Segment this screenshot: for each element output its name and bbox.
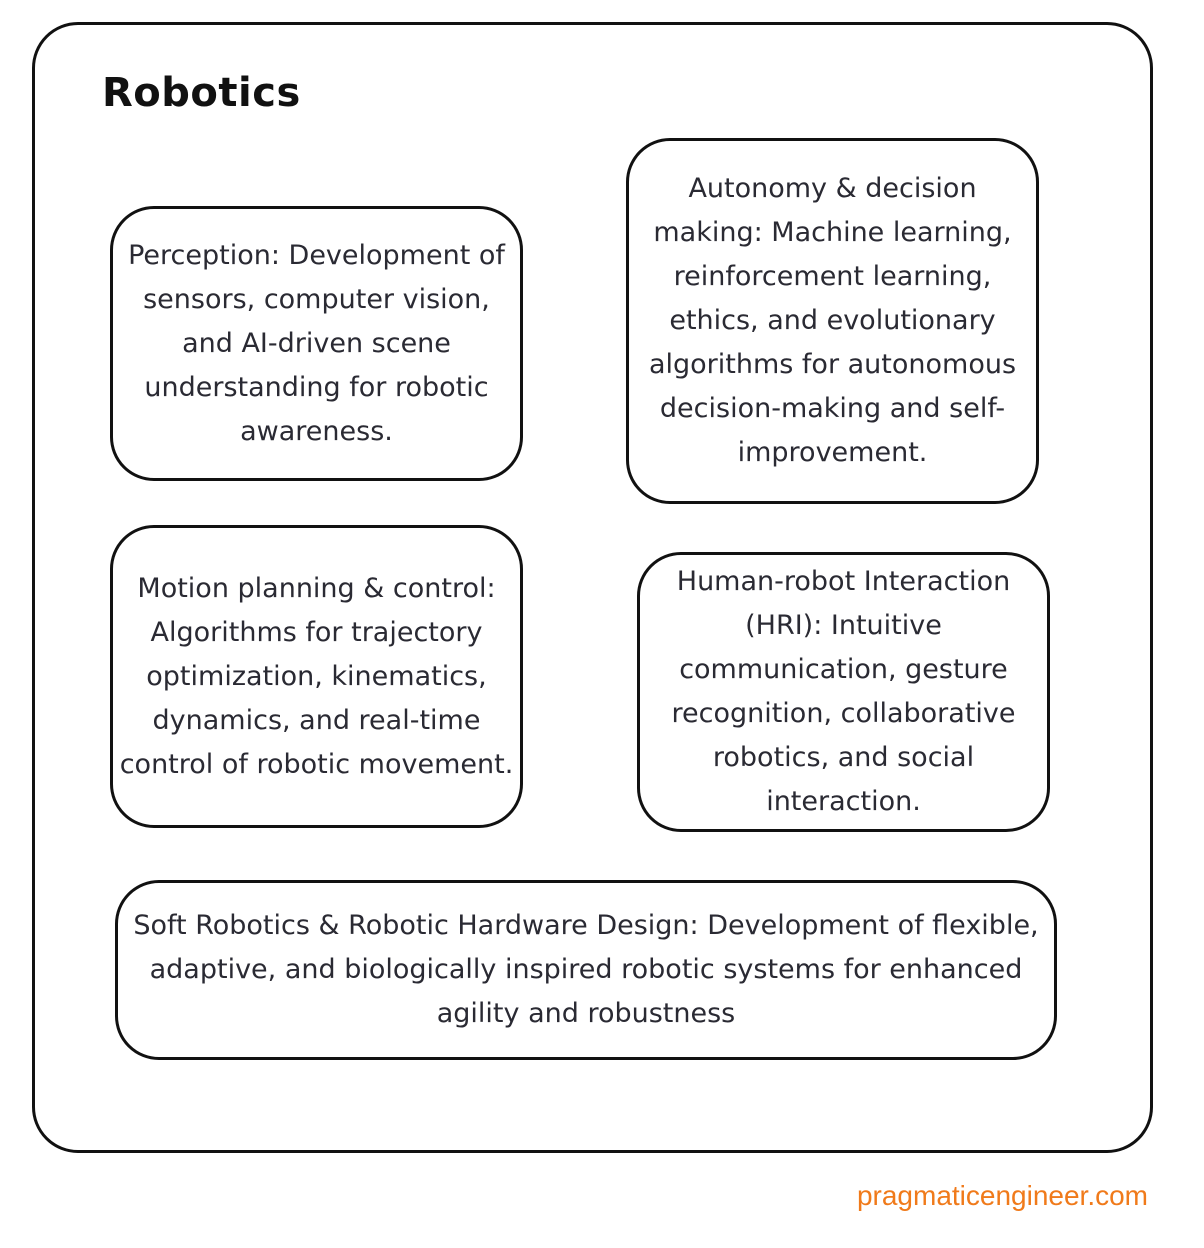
robotics-container	[32, 22, 1153, 1153]
source-watermark: pragmaticengineer.com	[856, 1180, 1148, 1211]
hri-box: Human-robot Interaction (HRI): Intuitive…	[637, 552, 1050, 832]
soft-robotics-text: Soft Robotics & Robotic Hardware Design:…	[133, 910, 1039, 1029]
hri-text: Human-robot Interaction (HRI): Intuitive…	[671, 566, 1016, 817]
motion-planning-text: Motion planning & control: Algorithms fo…	[119, 572, 514, 780]
motion-planning-box: Motion planning & control: Algorithms fo…	[110, 525, 523, 828]
autonomy-box: Autonomy & decision making: Machine lear…	[626, 138, 1039, 504]
autonomy-text: Autonomy & decision making: Machine lear…	[648, 173, 1017, 468]
perception-box: Perception: Development of sensors, comp…	[110, 206, 523, 481]
perception-text: Perception: Development of sensors, comp…	[128, 239, 505, 447]
soft-robotics-box: Soft Robotics & Robotic Hardware Design:…	[115, 880, 1057, 1060]
diagram-title: Robotics	[102, 70, 301, 116]
